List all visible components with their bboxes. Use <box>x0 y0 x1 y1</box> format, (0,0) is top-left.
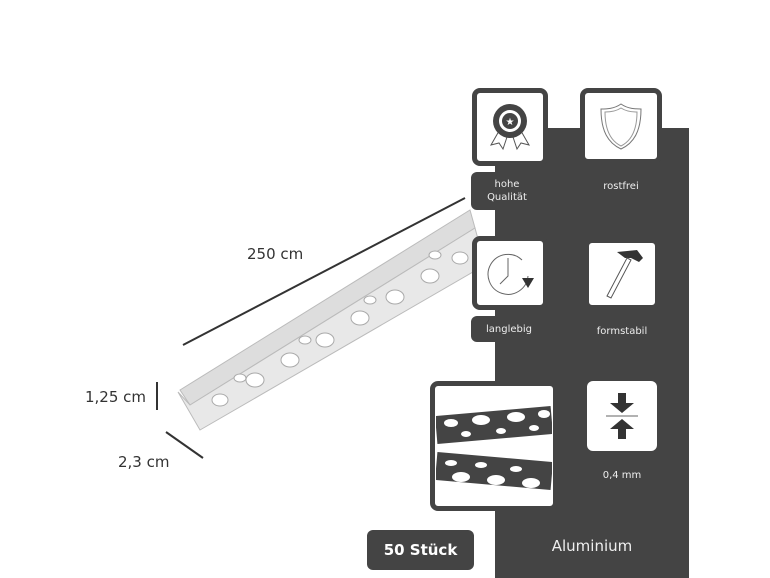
quantity-badge: 50 Stück <box>367 530 474 570</box>
svg-text:★: ★ <box>506 117 515 128</box>
profile-holes <box>211 250 469 407</box>
hammer-icon <box>606 250 643 299</box>
length-dimension-line <box>182 197 466 346</box>
length-label: 250 cm <box>247 245 304 263</box>
shield-icon <box>600 103 642 150</box>
height-label: 1,25 cm <box>85 388 147 406</box>
thickness-icon-box <box>587 381 657 451</box>
width-label: 2,3 cm <box>118 453 170 471</box>
quality-label-line2: Qualität <box>487 192 527 203</box>
quality-icon-box: ★ <box>472 88 548 166</box>
award-badge-icon: ★ <box>489 104 531 151</box>
durable-label: langlebig <box>471 316 547 342</box>
thickness-label: 0,4 mm <box>602 470 642 481</box>
stable-icon-box <box>584 238 660 310</box>
rustfree-icon-box <box>580 88 662 164</box>
product-photo <box>430 381 558 511</box>
profile-photo-image <box>436 405 552 491</box>
quality-label: hohe Qualität <box>471 172 543 210</box>
width-dimension-line <box>165 431 204 459</box>
durable-icon-box <box>472 236 548 310</box>
stable-label: formstabil <box>596 326 648 337</box>
quality-label-line1: hohe <box>494 179 520 190</box>
clock-icon <box>487 253 534 295</box>
profile-flange-top <box>179 209 476 406</box>
material-label: Aluminium <box>551 537 633 555</box>
rustfree-label: rostfrei <box>603 181 639 192</box>
thickness-arrows-icon <box>606 393 638 439</box>
